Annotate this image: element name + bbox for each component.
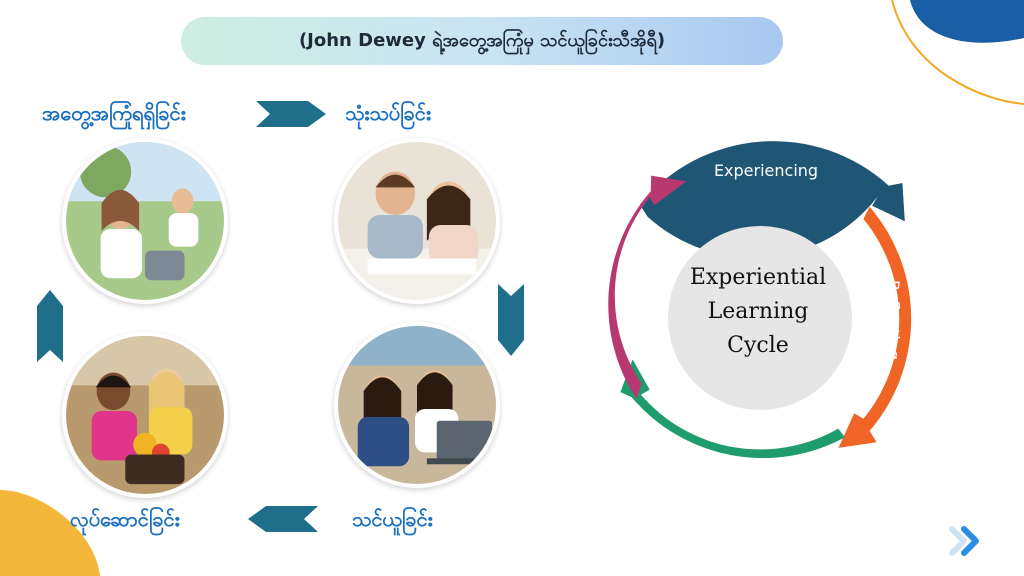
cycle-segment-acting [608,175,687,399]
cycle-label-experiencing: Experiencing [714,161,818,180]
cycle-label-acting: Acting [614,275,633,325]
cycle-center-line-1: Experiential [690,265,826,290]
cycle-label-thinking: Thinking [709,423,779,442]
arrow-down [498,284,524,356]
corner-decoration-bottom-left [0,490,100,576]
page-title: (John Dewey ရဲ့အတွေ့အကြုံမှ သင်ယူခြင်းသီ… [181,17,783,65]
cycle-segment-reflecting [838,206,912,448]
photo-reflecting [334,138,500,304]
photo-acting [62,332,228,498]
cycle-center-line-3: Cycle [727,333,789,358]
step-label-experiencing: အတွေ့အကြုံရရှိခြင်း [42,101,186,125]
corner-decoration-top-right [891,0,1024,105]
experiential-learning-cycle: Experiential Learning Cycle Experiencing… [608,141,912,459]
step-label-reflecting: သုံးသပ်ခြင်း [345,101,431,125]
cycle-center-line-2: Learning [708,299,809,324]
arrow-right [256,101,326,127]
photo-learning [334,322,500,488]
arrow-up [37,290,63,362]
photo-experiencing [62,138,228,304]
step-label-acting: လုပ်ဆောင်ခြင်း [70,507,180,531]
double-chevron-right-icon[interactable] [948,526,984,556]
cycle-segment-experiencing [639,141,905,258]
step-label-learning: သင်ယူခြင်း [352,507,433,531]
arrow-left [248,506,318,532]
cycle-label-reflecting: Reflecting [884,280,903,360]
cycle-segment-thinking [620,359,845,459]
